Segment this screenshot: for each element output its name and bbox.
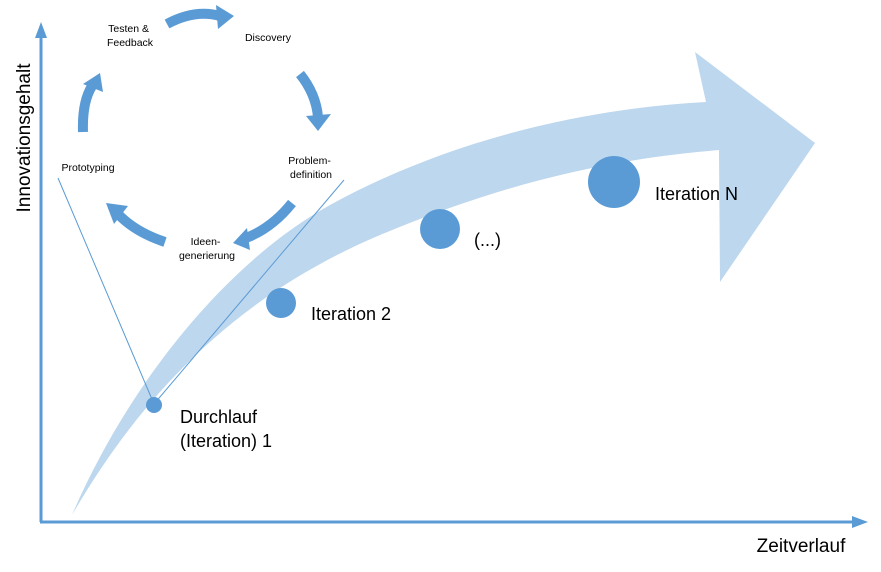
iteration-middle-dot	[420, 209, 460, 249]
iteration-n-dot	[588, 156, 640, 208]
cycle-step-testen-feedback: Testen & Feedback	[107, 23, 154, 49]
cycle-step-prototyping: Prototyping	[61, 162, 114, 174]
cycle-step-discovery: Discovery	[245, 32, 292, 44]
cycle-arrow-top	[164, 5, 234, 29]
y-axis	[35, 22, 47, 522]
iteration-1-label: Durchlauf (Iteration) 1	[180, 407, 272, 451]
iteration-2-dot	[266, 288, 296, 318]
cycle-arrow-bottom-left	[106, 203, 167, 247]
cycle-step-ideengenerierung: Ideen- generierung	[179, 236, 235, 262]
x-axis	[40, 516, 868, 528]
iteration-2-label: Iteration 2	[311, 304, 391, 324]
cycle-arrow-left	[77, 73, 103, 133]
connector-line-left	[57, 177, 155, 405]
cycle-step-problemdefinition: Problem- definition	[288, 155, 334, 181]
iteration-middle-label: (...)	[474, 230, 501, 250]
x-axis-label: Zeitverlauf	[757, 536, 846, 557]
cycle-arrow-right	[296, 70, 331, 131]
cycle-arrow-bottom-right	[233, 199, 296, 250]
connector-line-right	[153, 179, 345, 405]
iteration-n-label: Iteration N	[655, 184, 738, 204]
growth-arrow	[72, 52, 815, 515]
iteration-1-dot	[146, 397, 162, 413]
y-axis-label: Innovationsgehalt	[14, 63, 35, 213]
